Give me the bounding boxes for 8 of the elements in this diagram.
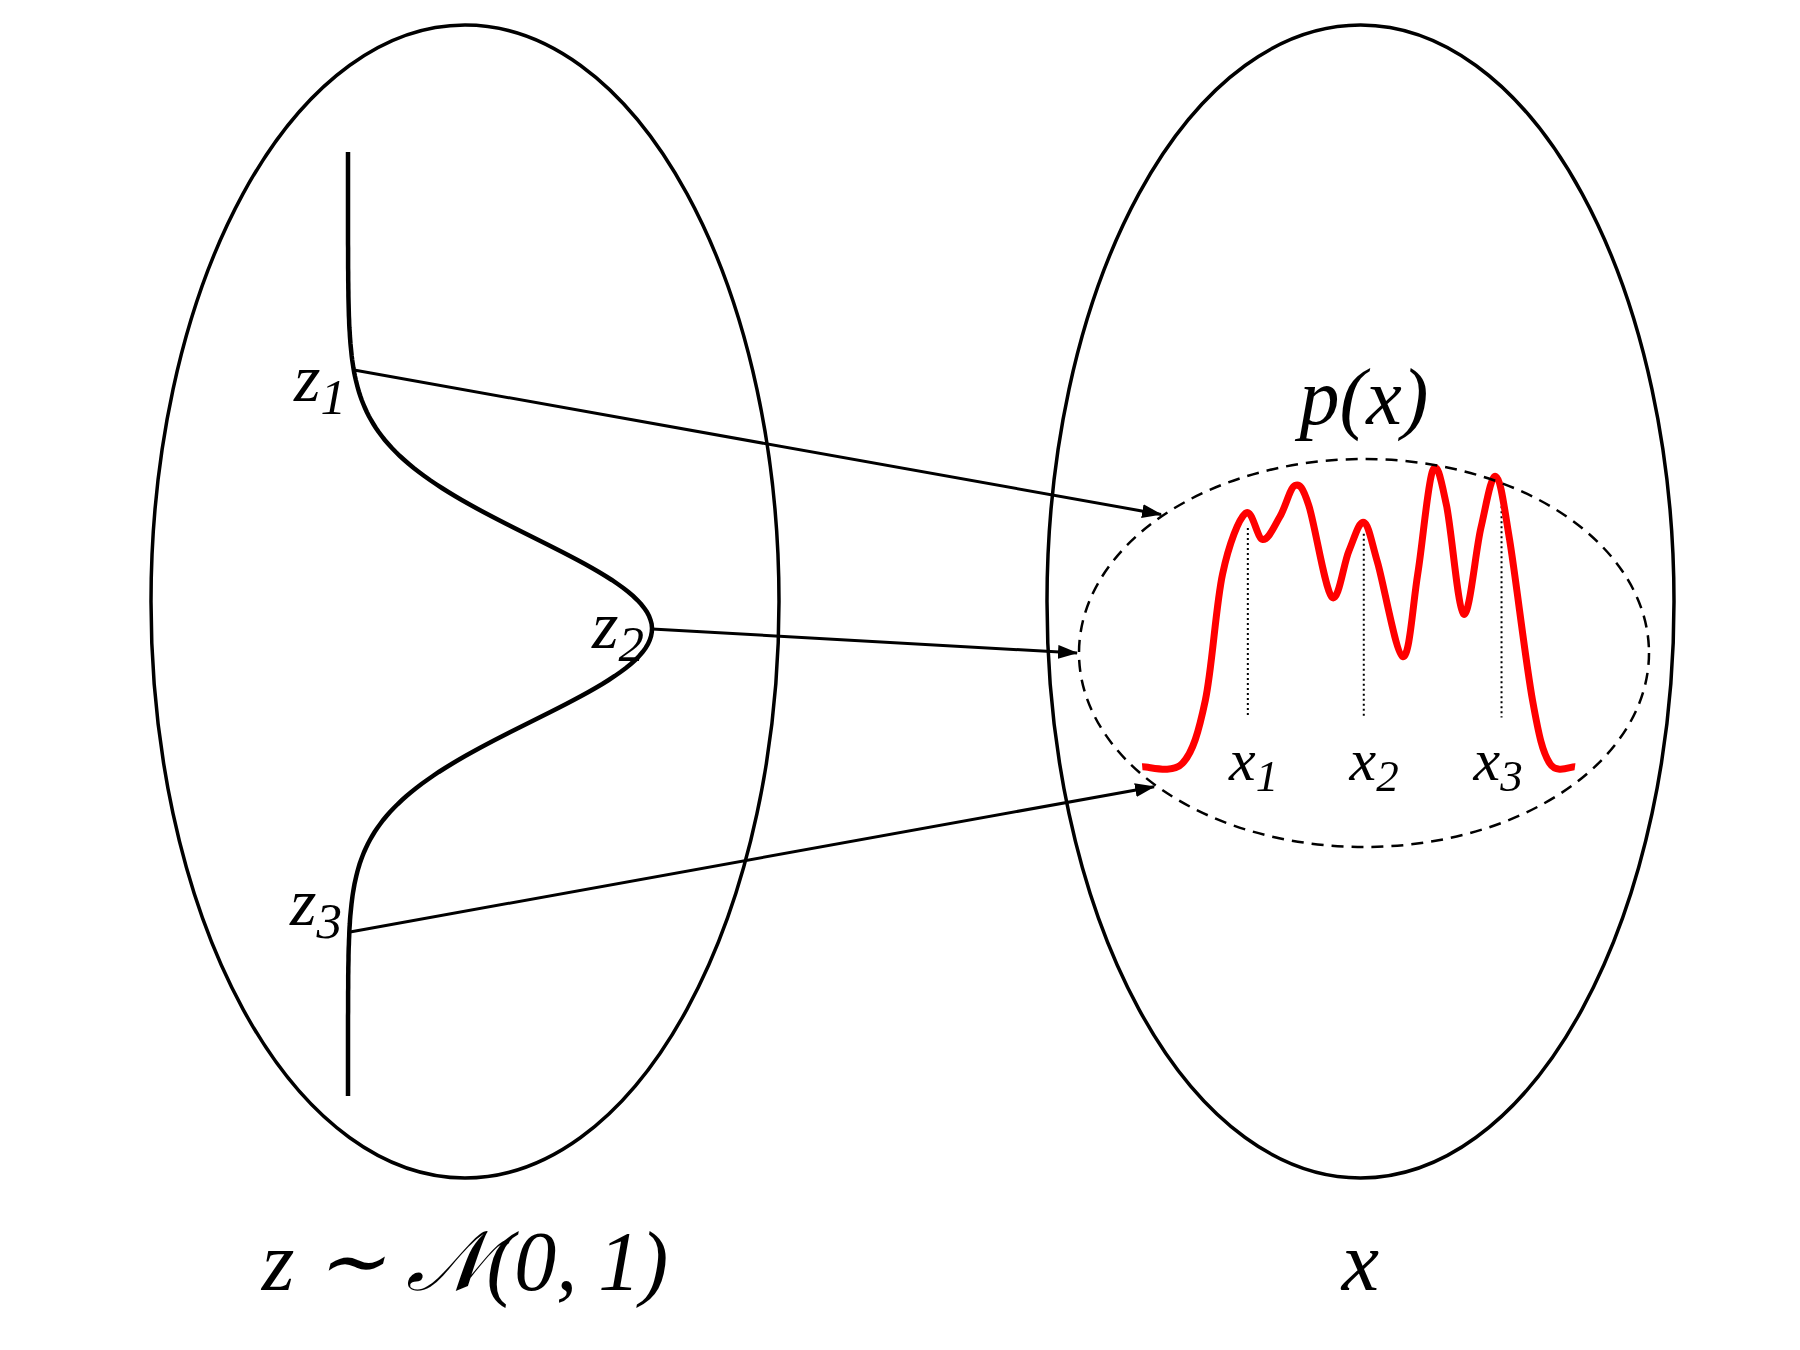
sample-label: x$_{1}$	[1229, 729, 1279, 790]
axis-label: x	[1341, 1220, 1380, 1304]
point-label: z$_{1}$	[294, 344, 346, 412]
sample-label: x$_{3}$	[1473, 729, 1523, 790]
arrow	[353, 368, 1163, 518]
sample-label: x$_{2}$	[1349, 729, 1399, 790]
arrow	[349, 783, 1156, 934]
arrow	[651, 627, 1078, 659]
